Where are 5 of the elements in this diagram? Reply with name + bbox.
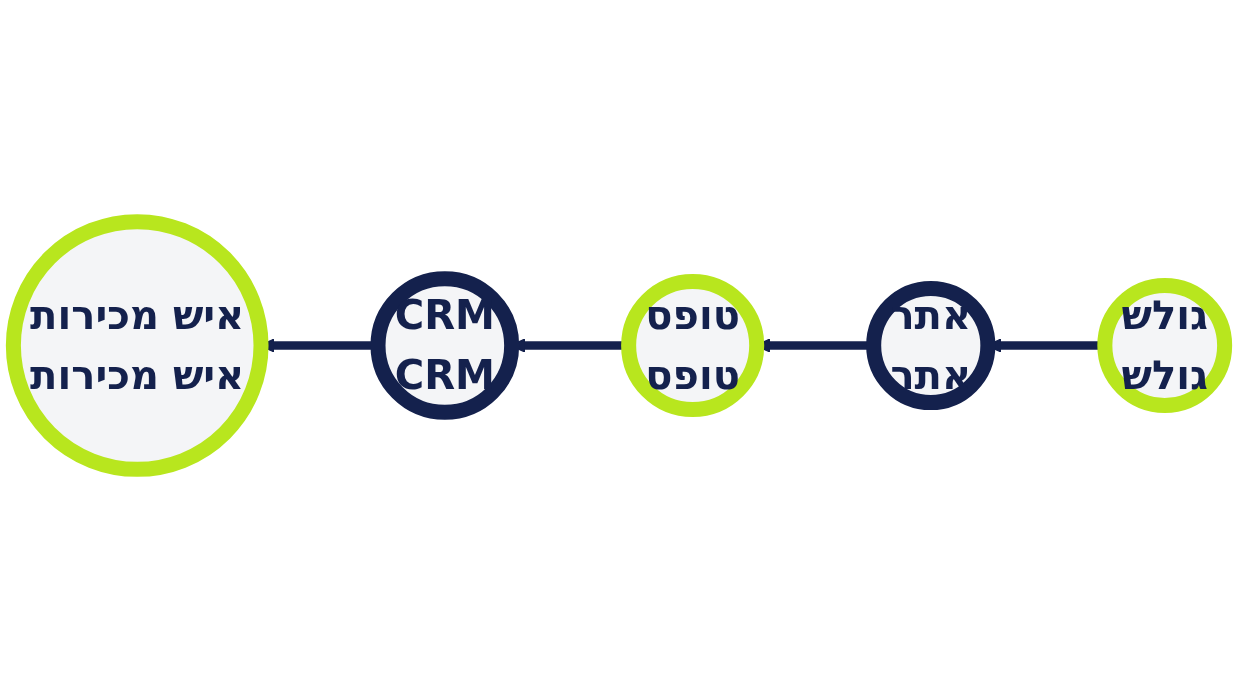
node-circle: אתר אתר xyxy=(866,280,996,411)
node-circle: טופס טופס xyxy=(621,273,765,418)
node-circle: איש מכירות איש מכירות xyxy=(5,214,269,477)
node-circle: CRM CRM xyxy=(370,271,520,420)
node-circle: גולש גולש xyxy=(1097,278,1233,413)
